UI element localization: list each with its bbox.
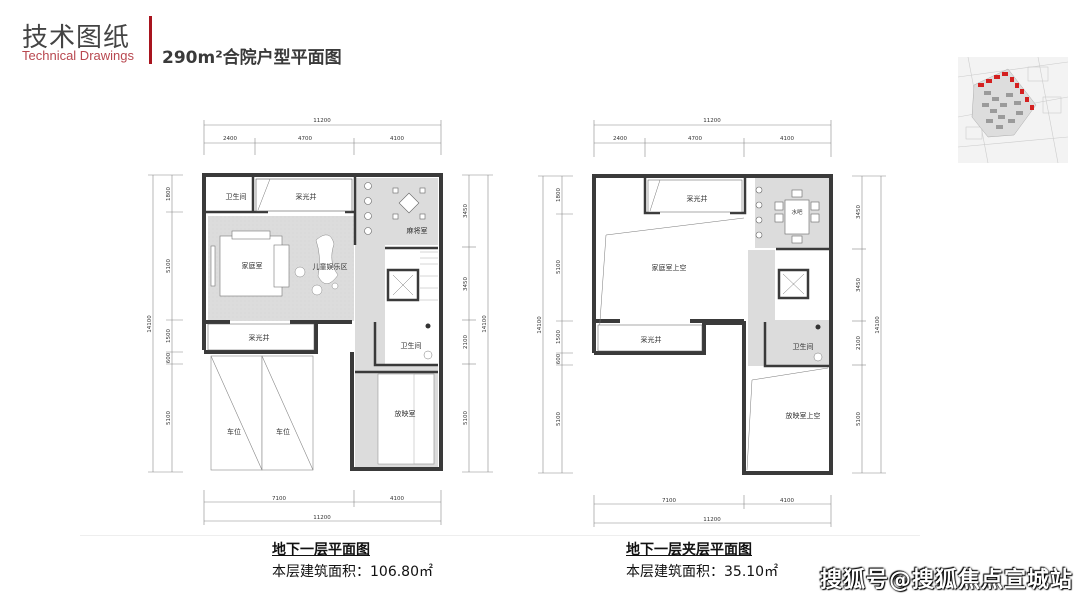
room-mahjong: 麻将室 <box>407 226 428 235</box>
svg-text:7100: 7100 <box>662 498 676 504</box>
section-title-en: Technical Drawings <box>22 48 134 63</box>
svg-text:11200: 11200 <box>313 515 331 521</box>
svg-text:1500: 1500 <box>166 329 172 343</box>
room-lightwell2: 采光井 <box>641 335 662 344</box>
room-bath2: 卫生间 <box>401 341 422 350</box>
plan-left: 11200 2400 4700 4100 7100 4100 11200 141… <box>147 118 493 525</box>
room-kids: 儿童娱乐区 <box>313 262 348 271</box>
room-lightwell1: 采光井 <box>687 194 708 203</box>
room-cinema-void: 放映室上空 <box>786 411 821 420</box>
svg-text:600: 600 <box>166 352 172 363</box>
svg-text:4100: 4100 <box>390 496 404 502</box>
room-family-void: 家庭室上空 <box>652 263 687 272</box>
header-divider <box>149 16 152 64</box>
watermark: 搜狐号@搜狐焦点宣城站 <box>820 568 1074 593</box>
svg-text:2100: 2100 <box>856 336 862 350</box>
plan-left-title: 地下一层平面图 <box>272 542 370 558</box>
svg-text:2400: 2400 <box>613 136 627 142</box>
svg-text:5100: 5100 <box>166 411 172 425</box>
divider <box>80 535 920 536</box>
svg-text:14100: 14100 <box>147 315 153 333</box>
room-cinema: 放映室 <box>395 409 416 418</box>
svg-text:11200: 11200 <box>313 118 331 124</box>
section-title-cn: 技术图纸 <box>22 23 131 53</box>
room-parking2: 车位 <box>276 427 290 436</box>
svg-text:4100: 4100 <box>780 136 794 142</box>
svg-text:4700: 4700 <box>298 136 312 142</box>
svg-text:2400: 2400 <box>223 136 237 142</box>
svg-text:1800: 1800 <box>556 188 562 202</box>
svg-text:1800: 1800 <box>166 187 172 201</box>
svg-text:2100: 2100 <box>463 335 469 349</box>
svg-text:3450: 3450 <box>463 277 469 291</box>
plan-right-title: 地下一层夹层平面图 <box>626 542 752 558</box>
room-bar: 水吧 <box>791 208 803 216</box>
svg-text:4700: 4700 <box>688 136 702 142</box>
svg-text:5100: 5100 <box>856 412 862 426</box>
svg-text:14100: 14100 <box>875 316 881 334</box>
caption-right: 地下一层夹层平面图 本层建筑面积：35.10㎡ <box>626 539 778 581</box>
page-title: 290m²合院户型平面图 <box>162 48 342 68</box>
caption-left: 地下一层平面图 本层建筑面积：106.80㎡ <box>272 539 433 581</box>
svg-text:3450: 3450 <box>856 278 862 292</box>
room-bath1: 卫生间 <box>226 192 247 201</box>
svg-text:1500: 1500 <box>556 330 562 344</box>
svg-text:4100: 4100 <box>390 136 404 142</box>
room-bath: 卫生间 <box>793 342 814 351</box>
svg-text:11200: 11200 <box>703 517 721 523</box>
svg-text:5100: 5100 <box>556 412 562 426</box>
room-family: 家庭室 <box>242 261 263 270</box>
svg-text:11200: 11200 <box>703 118 721 124</box>
plan-right: 11200 2400 4700 4100 7100 4100 11200 141… <box>537 118 886 527</box>
site-plan-thumbnail-icon <box>958 57 1068 163</box>
plan-left-area: 本层建筑面积：106.80㎡ <box>272 564 433 580</box>
room-lightwell1: 采光井 <box>296 192 317 201</box>
svg-text:14100: 14100 <box>537 316 543 334</box>
svg-text:5100: 5100 <box>463 411 469 425</box>
svg-text:3450: 3450 <box>856 205 862 219</box>
room-lightwell2: 采光井 <box>249 333 270 342</box>
svg-text:14100: 14100 <box>482 315 488 333</box>
svg-text:3450: 3450 <box>463 204 469 218</box>
svg-text:4100: 4100 <box>780 498 794 504</box>
svg-text:5100: 5100 <box>556 260 562 274</box>
room-parking1: 车位 <box>227 427 241 436</box>
svg-text:7100: 7100 <box>272 496 286 502</box>
svg-text:5100: 5100 <box>166 259 172 273</box>
plan-right-area: 本层建筑面积：35.10㎡ <box>626 564 779 580</box>
svg-text:600: 600 <box>556 353 562 364</box>
